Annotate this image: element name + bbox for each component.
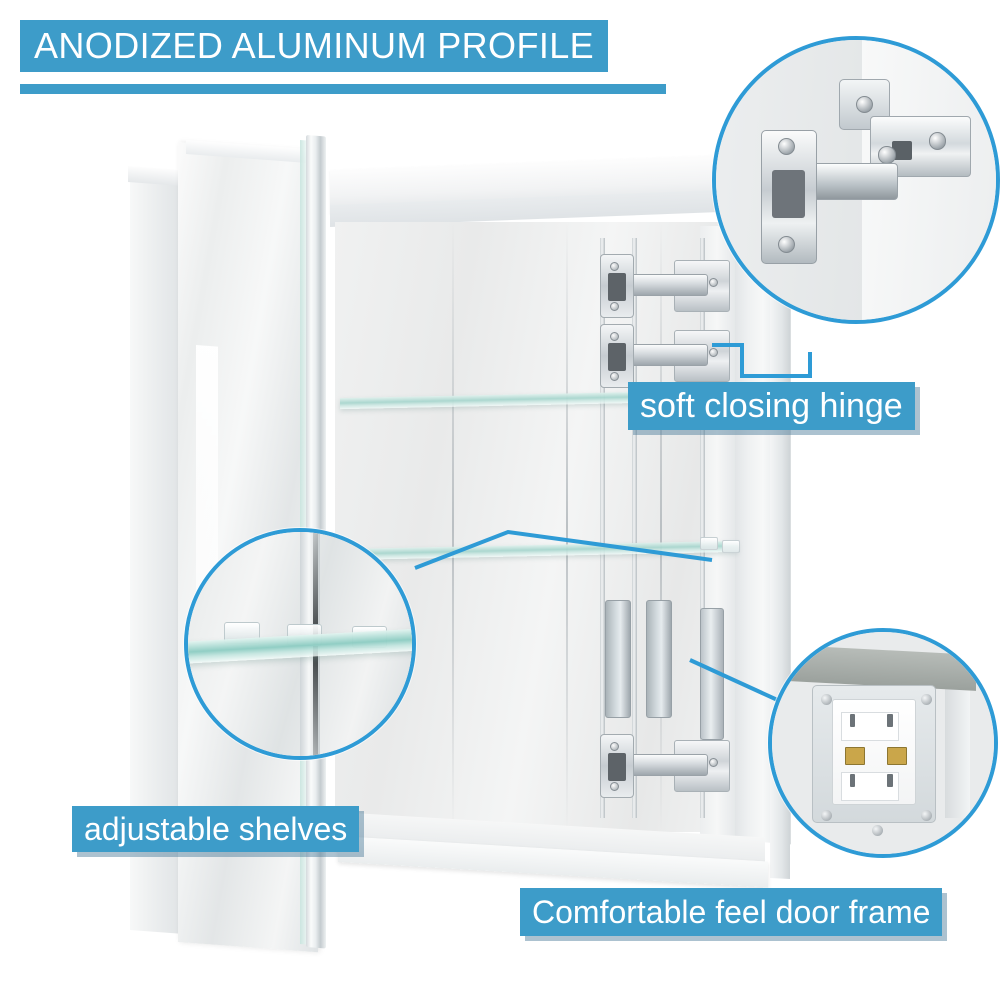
hinge-arm: [626, 754, 708, 776]
hinge-mounting-rail: [600, 238, 605, 818]
soft-close-hinge: [600, 730, 730, 802]
outlet-screw: [920, 694, 932, 706]
hinge-screw: [610, 332, 619, 341]
callout-label-text: adjustable shelves: [84, 811, 348, 847]
hinge-mounting-rail: [700, 238, 705, 818]
hinge-screw: [928, 132, 947, 150]
callout-label-text: soft closing hinge: [640, 387, 903, 425]
hinge-arm: [626, 274, 708, 296]
callout-label-text: Comfortable feel door frame: [532, 894, 931, 930]
soft-close-damper: [605, 600, 631, 718]
shelf-clip: [722, 540, 740, 553]
hinge-closeup-circle: [712, 36, 1000, 324]
hinge-screw: [856, 96, 874, 114]
soft-close-hinge: [600, 250, 730, 322]
back-panel-seam: [566, 222, 568, 832]
hinge-mounting-rail: [632, 238, 637, 818]
hinge-screw: [777, 236, 795, 254]
shelf-clip: [700, 537, 718, 550]
hinge-screw: [610, 262, 619, 271]
hinge-adjust-slot: [892, 140, 912, 161]
hinge-arm: [626, 344, 708, 366]
hinge-screw: [777, 138, 795, 156]
back-panel-seam: [660, 222, 662, 832]
hinge-screw: [610, 742, 619, 751]
outlet-center-screw: [871, 825, 883, 837]
callout-label-soft-closing-hinge: soft closing hinge: [628, 382, 915, 430]
hinge-arm: [808, 163, 898, 200]
outlet-screw: [820, 809, 832, 821]
soft-close-damper: [646, 600, 672, 718]
hinge-screw: [878, 146, 896, 164]
outlet-screw: [920, 809, 932, 821]
outlet-prong: [887, 774, 894, 788]
hinge-screw: [610, 782, 619, 791]
hinge-screw: [709, 348, 718, 357]
callout-label-adjustable-shelves: adjustable shelves: [72, 806, 360, 852]
outlet-prong: [849, 714, 856, 728]
hinge-screw: [610, 302, 619, 311]
title-underline-bar: [20, 84, 666, 94]
usb-port: [887, 747, 908, 766]
outlet-prong: [887, 714, 894, 728]
soft-close-damper: [700, 608, 724, 740]
title-banner: ANODIZED ALUMINUM PROFILE: [20, 20, 609, 72]
page-title: ANODIZED ALUMINUM PROFILE: [34, 25, 595, 66]
outlet-closeup-circle: [768, 628, 998, 858]
callout-label-comfortable-feel-door-frame: Comfortable feel door frame: [520, 888, 943, 936]
cabinet-side-strip: [945, 680, 970, 819]
outlet-prong: [849, 774, 856, 788]
hinge-screw: [610, 372, 619, 381]
usb-port: [845, 747, 866, 766]
shelf-closeup-circle: [184, 528, 416, 760]
outlet-screw: [820, 694, 832, 706]
back-panel-seam: [452, 222, 454, 832]
hinge-screw: [709, 758, 718, 767]
